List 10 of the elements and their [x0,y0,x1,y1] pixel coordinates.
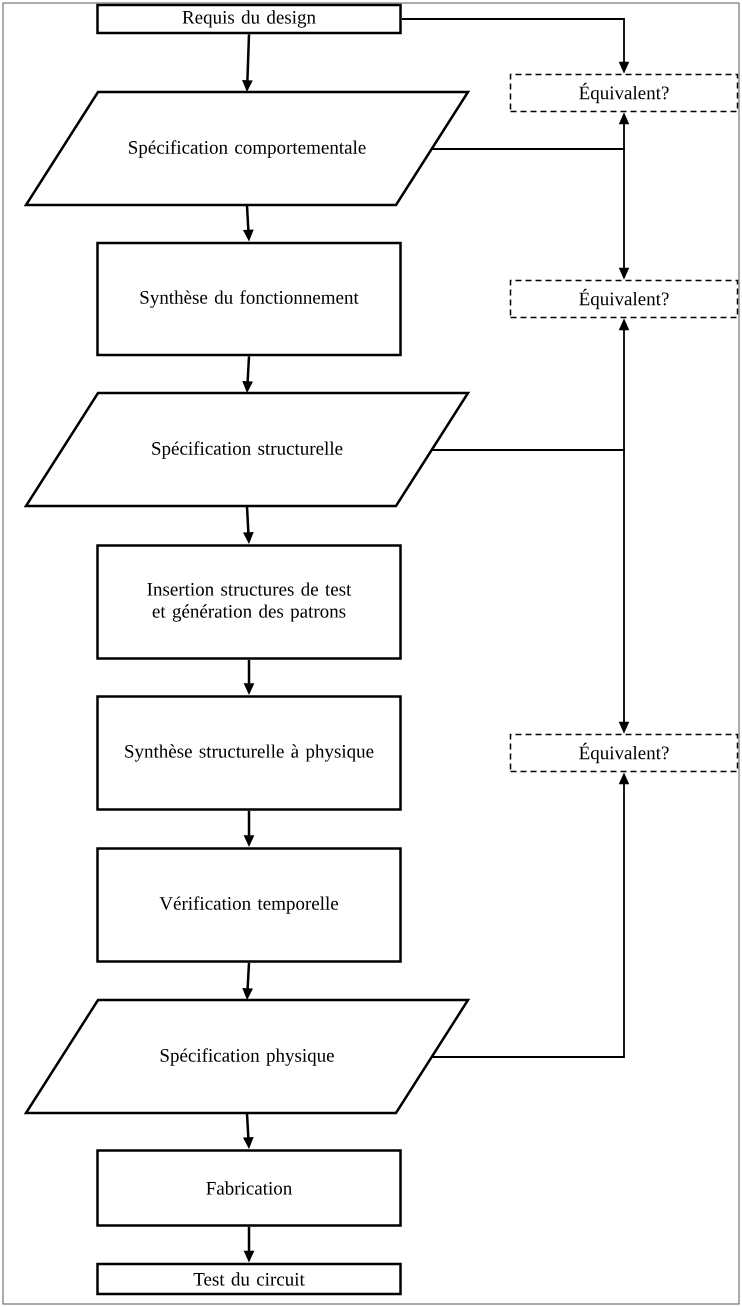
process-box: Insertion structures de test et génération des patrons [96,544,402,660]
check-box: Équivalent? [509,279,739,319]
process-box: Synthèse du fonctionnement [96,241,402,357]
process-box: Test du circuit [96,1262,402,1296]
check-box: Équivalent? [509,73,739,113]
process-box: Synthèse structurelle à physique [96,695,402,811]
process-box: Fabrication [96,1149,402,1227]
process-box: Vérification temporelle [96,847,402,963]
check-box: Équivalent? [509,733,739,773]
process-box: Requis du design [96,3,402,35]
